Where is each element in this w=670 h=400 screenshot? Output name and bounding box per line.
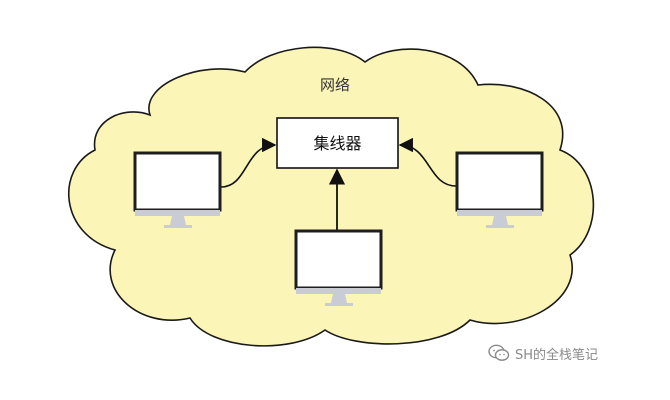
computer-right[interactable] — [455, 151, 544, 228]
hub-box[interactable] — [276, 117, 399, 169]
wechat-icon — [488, 344, 510, 361]
connector-left-to-hub — [220, 137, 277, 188]
monitor-bezel — [135, 210, 220, 216]
cloud-label: 网络 — [319, 76, 350, 94]
monitor-screen — [455, 151, 544, 212]
monitor-bezel — [457, 210, 542, 216]
monitor-screen — [133, 151, 222, 212]
watermark-text: SH的全栈笔记 — [515, 347, 599, 363]
computer-bottom[interactable] — [294, 229, 383, 306]
computer-left[interactable] — [133, 151, 222, 228]
hub-label: 集线器 — [313, 134, 362, 153]
monitor-base — [325, 303, 353, 306]
monitor-stand — [492, 216, 508, 225]
monitor-base — [164, 225, 192, 228]
watermark: SH的全栈笔记 — [488, 343, 598, 363]
connector-right-to-hub — [398, 137, 457, 187]
monitor-stand — [170, 216, 186, 225]
monitor-stand — [331, 294, 347, 303]
monitor-bezel — [296, 288, 381, 294]
monitor-screen — [294, 229, 383, 290]
monitor-base — [486, 225, 514, 228]
network-cloud — [68, 46, 595, 347]
